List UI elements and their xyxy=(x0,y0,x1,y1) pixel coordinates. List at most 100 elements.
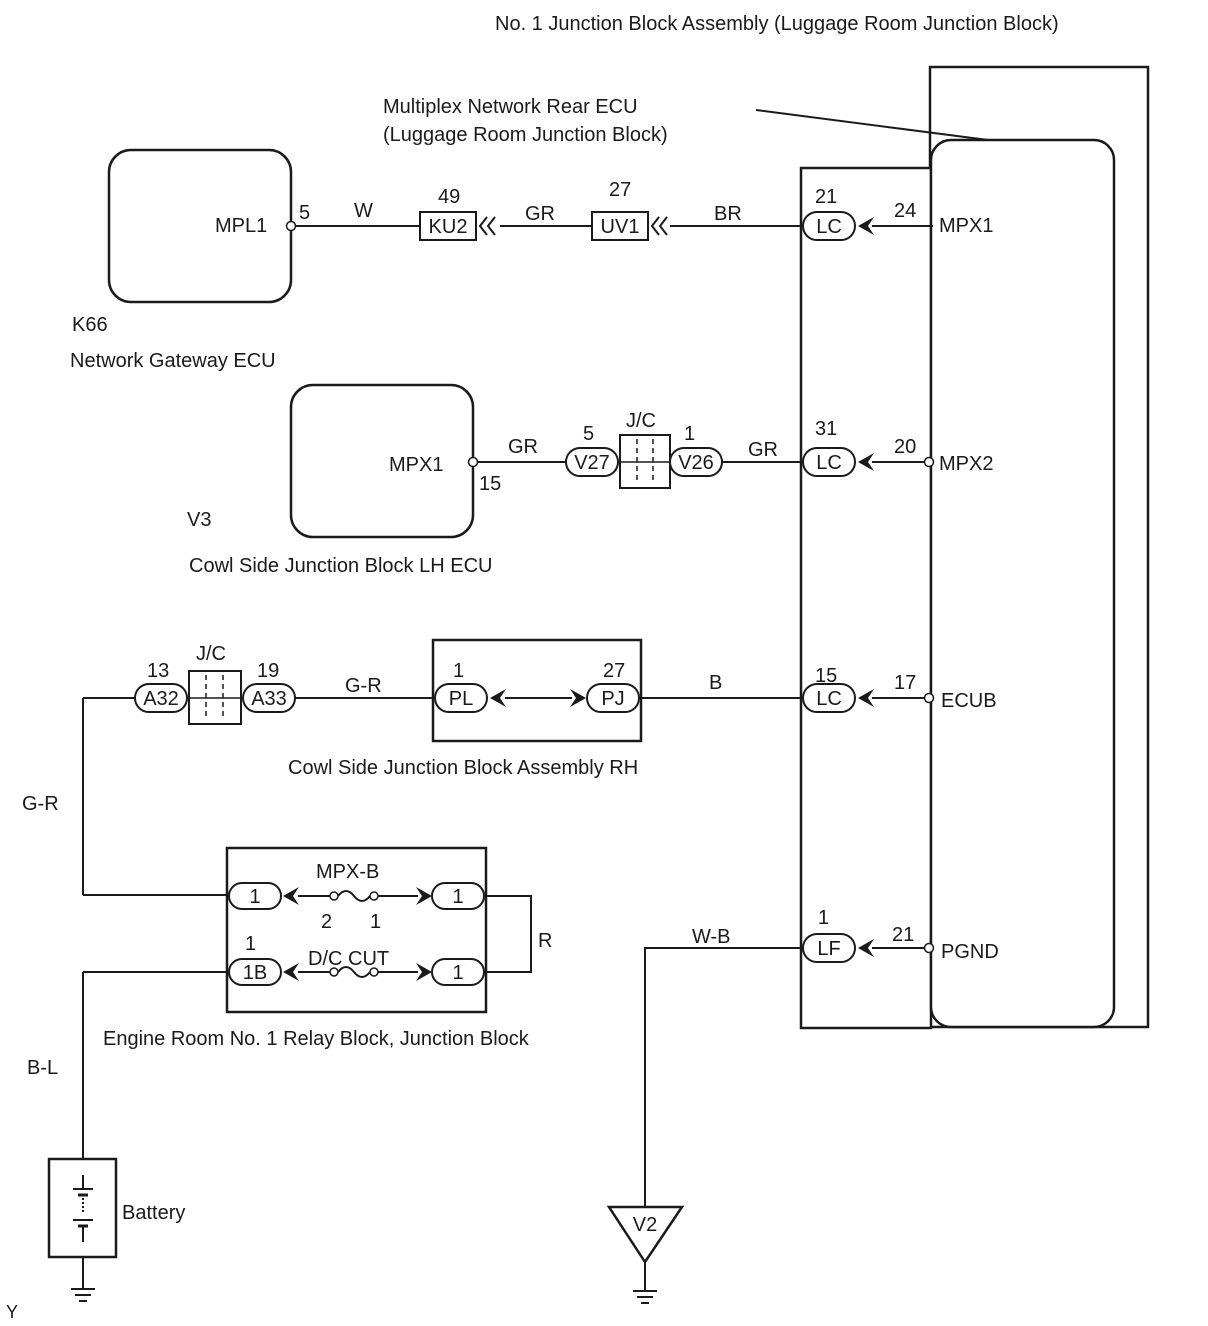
pj-arrow xyxy=(570,689,586,707)
pin-v3-mpx1 xyxy=(467,456,479,468)
relay-block-name: Engine Room No. 1 Relay Block, Junction … xyxy=(103,1028,530,1050)
connector-uv1-label: UV1 xyxy=(601,216,640,238)
relay-1b-pin-number: 1 xyxy=(245,933,256,955)
wire-g-r-side-label: G-R xyxy=(22,793,59,815)
cowl-lh-ecu-box xyxy=(289,383,475,539)
junction-block-assembly-label: No. 1 Junction Block Assembly (Luggage R… xyxy=(495,13,1059,35)
pl-arrow xyxy=(490,689,506,707)
battery-ground-icon xyxy=(71,1288,95,1302)
connector-pj-label: PJ xyxy=(601,688,624,710)
v2-ground-icon xyxy=(633,1290,657,1304)
fuse-mpx-b-label: MPX-B xyxy=(316,861,379,883)
uv1-chevron xyxy=(650,216,668,236)
ground-point-triangle xyxy=(606,1205,685,1265)
connector-ku2-label: KU2 xyxy=(429,216,468,238)
pin-lc-mpx1-number: 21 xyxy=(815,186,837,208)
pin-ecu-pgnd xyxy=(923,942,935,954)
ground-point-label: V2 xyxy=(633,1214,657,1236)
wire-br-label: BR xyxy=(714,203,742,225)
fuse-mpx-b-icon xyxy=(337,890,371,902)
connector-uv1 xyxy=(591,211,649,241)
rear-ecu-label-line1: Multiplex Network Rear ECU xyxy=(383,96,638,118)
pin-v27-number: 5 xyxy=(583,423,594,445)
connector-a32-label: A32 xyxy=(143,688,179,710)
terminal-mpx1: MPX1 xyxy=(939,215,993,237)
pin-uv1-number: 27 xyxy=(609,179,631,201)
battery-label: Battery xyxy=(122,1202,185,1224)
lc-2-arrow xyxy=(858,453,874,471)
terminal-mpx2: MPX2 xyxy=(939,453,993,475)
wire-w-b-label: W-B xyxy=(692,926,731,948)
wire-gr-2-label: GR xyxy=(508,436,538,458)
page-code: Y xyxy=(6,1302,18,1322)
cowl-rh-name: Cowl Side Junction Block Assembly RH xyxy=(288,757,638,779)
fuse-dc-cut-icon xyxy=(337,966,371,978)
pin-v3-mpx1-number: 15 xyxy=(479,473,501,495)
fuse-mpx-b-pin-b xyxy=(369,891,379,901)
battery-icon xyxy=(73,1175,93,1242)
pin-a32-number: 13 xyxy=(147,660,169,682)
connector-pl xyxy=(434,683,488,713)
connector-lc-2 xyxy=(802,447,856,477)
connector-lf-label: LF xyxy=(817,938,840,960)
connector-v27 xyxy=(565,447,619,477)
connector-ku2 xyxy=(419,211,477,241)
wire-b-label: B xyxy=(709,672,722,694)
wire-w-label: W xyxy=(354,200,373,222)
relay-arrow-3 xyxy=(283,963,299,981)
connector-lc-3 xyxy=(802,683,856,713)
gateway-id: K66 xyxy=(72,314,108,336)
pin-ecu-ecub xyxy=(923,692,935,704)
terminal-pgnd: PGND xyxy=(941,941,999,963)
rear-ecu-label-line2: (Luggage Room Junction Block) xyxy=(383,124,668,146)
lf-arrow xyxy=(858,939,874,957)
terminal-ecub: ECUB xyxy=(941,690,997,712)
rear-ecu-leader-line xyxy=(755,109,989,141)
connector-lc-2-label: LC xyxy=(816,452,842,474)
relay-conn-1-right-label: 1 xyxy=(452,886,463,908)
pin-v26-number: 1 xyxy=(684,423,695,445)
pin-mpl1-number: 5 xyxy=(299,202,310,224)
jc-2-label: J/C xyxy=(196,643,226,665)
gateway-name: Network Gateway ECU xyxy=(70,350,276,372)
terminal-mpl1: MPL1 xyxy=(215,215,267,237)
terminal-mpx1-v3: MPX1 xyxy=(389,454,443,476)
wire-b-l-label: B-L xyxy=(27,1057,58,1079)
pin-lc-ecub-number: 15 xyxy=(815,665,837,687)
cowl-lh-id: V3 xyxy=(187,509,211,531)
relay-arrow-4 xyxy=(416,963,432,981)
wire-r-loop xyxy=(484,895,532,973)
connector-v27-label: V27 xyxy=(574,452,610,474)
relay-arrow-2 xyxy=(416,887,432,905)
pin-lf-number: 1 xyxy=(818,907,829,929)
connector-a33-label: A33 xyxy=(251,688,287,710)
connector-v26-label: V26 xyxy=(678,452,714,474)
connector-lc-3-label: LC xyxy=(816,688,842,710)
connector-v26 xyxy=(669,447,723,477)
pin-pj-number: 27 xyxy=(603,660,625,682)
fuse-dc-cut-label: D/C CUT xyxy=(308,948,389,970)
relay-conn-1b-label: 1B xyxy=(243,962,267,984)
pin-ecu-mpx2 xyxy=(923,456,935,468)
connector-lc-1 xyxy=(802,211,856,241)
pin-ecu-pgnd-number: 21 xyxy=(892,924,914,946)
ku2-chevron xyxy=(478,216,496,236)
lc-3-arrow xyxy=(858,689,874,707)
pin-pl-number: 1 xyxy=(453,660,464,682)
pin-ecu-mpx2-number: 20 xyxy=(894,436,916,458)
pin-ku2-number: 49 xyxy=(438,186,460,208)
fuse-pin-2: 2 xyxy=(321,911,332,933)
wire-gr-1-label: GR xyxy=(525,203,555,225)
connector-lc-1-label: LC xyxy=(816,216,842,238)
wire-r-label: R xyxy=(538,930,552,952)
connector-pl-label: PL xyxy=(449,688,473,710)
connector-pj xyxy=(586,683,640,713)
pin-a33-number: 19 xyxy=(257,660,279,682)
junction-block-connector-panel xyxy=(799,166,933,1030)
relay-conn-1-left-label: 1 xyxy=(249,886,260,908)
wire-w-b xyxy=(644,947,803,1207)
rear-ecu-box xyxy=(929,138,1116,1029)
wire-g-r-top-label: G-R xyxy=(345,675,382,697)
relay-conn-1-left xyxy=(228,882,282,910)
